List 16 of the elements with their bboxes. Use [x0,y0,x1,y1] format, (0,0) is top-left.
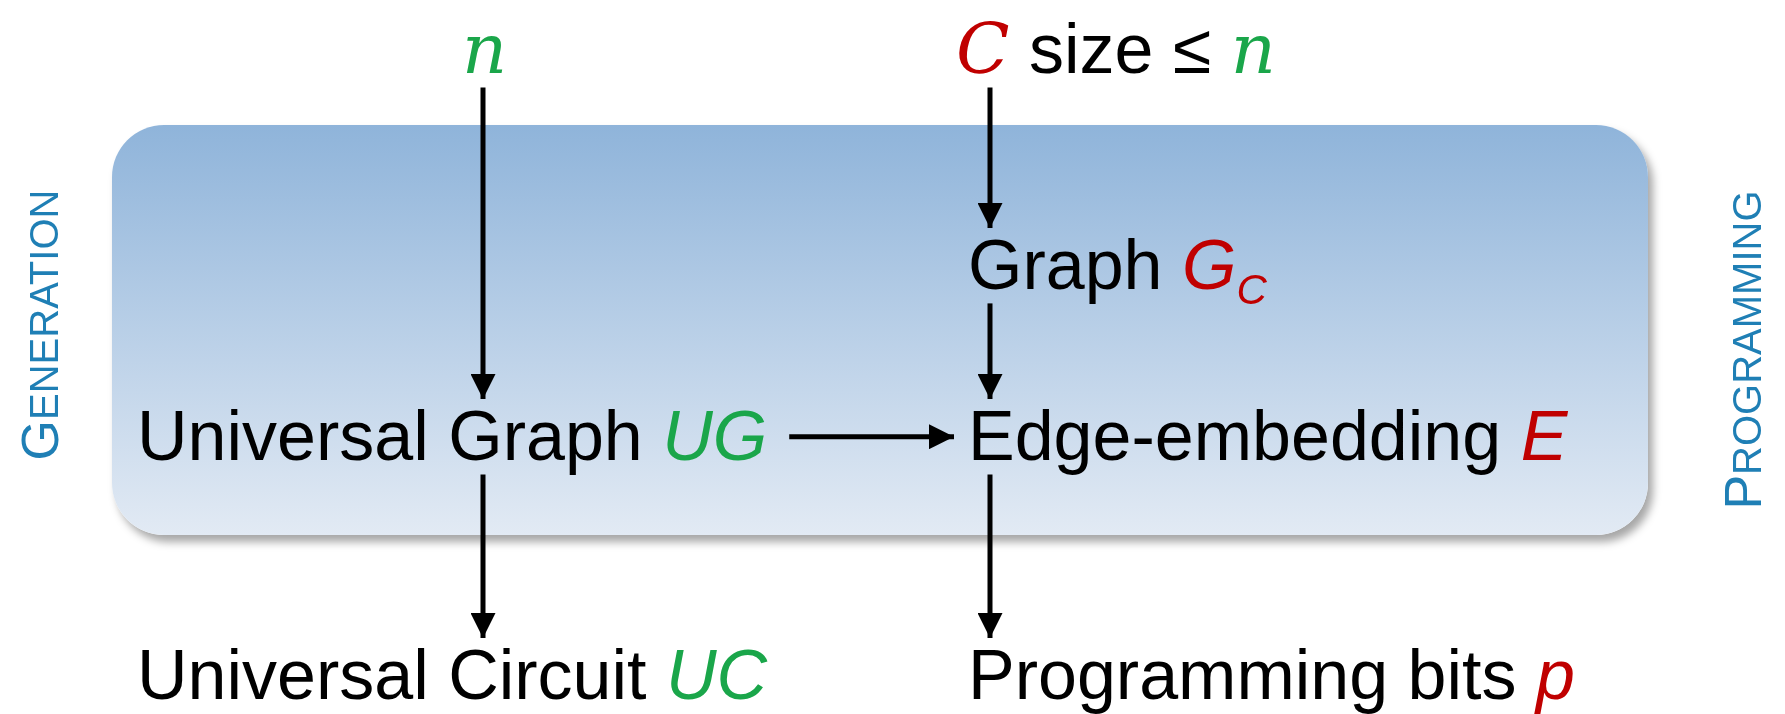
arrow [470,474,496,638]
rounded-panel [112,125,1648,535]
node-label: Universal Graph UG [137,401,768,473]
node-label: Graph G$_{C}$ [968,230,1267,302]
arrow [789,424,954,450]
side-label: GENERATION [9,189,70,461]
node-label: Programming bits p [968,640,1575,712]
node-label: C size ≤ n [956,14,1276,86]
arrow [470,87,496,399]
arrow [977,87,1003,228]
arrow [977,474,1003,638]
node-label: Edge-embedding E [968,401,1568,473]
side-label: PROGRAMMING [1712,190,1773,510]
arrow [977,303,1003,399]
node-label: n [462,14,508,86]
node-label: Universal Circuit UC [137,640,768,712]
